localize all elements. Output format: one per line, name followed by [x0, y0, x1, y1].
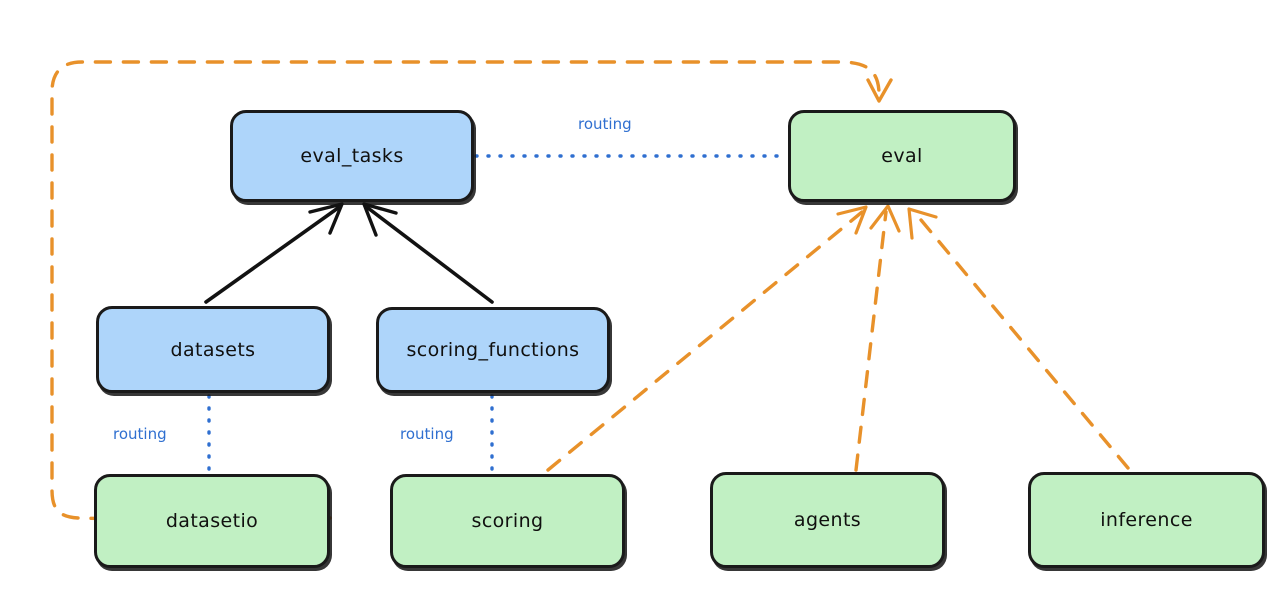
node-label: datasetio	[165, 510, 259, 532]
node-eval[interactable]: eval	[788, 110, 1016, 202]
node-label: scoring	[471, 510, 544, 532]
node-scoring_functions[interactable]: scoring_functions	[376, 307, 610, 393]
node-inference[interactable]: inference	[1028, 472, 1265, 568]
edge-agents-to-eval	[854, 204, 901, 472]
node-label: scoring_functions	[406, 339, 580, 361]
edge-label-routing-scoring_functions-scoring: routing	[400, 425, 454, 443]
node-scoring[interactable]: scoring	[390, 474, 625, 568]
node-datasets[interactable]: datasets	[96, 306, 330, 393]
edge-scoring-to-eval	[546, 205, 868, 472]
edge-inference-to-eval	[907, 207, 1130, 470]
node-label: eval_tasks	[300, 145, 404, 167]
edge-datasets-to-eval_tasks	[204, 202, 344, 304]
edge-label-routing-datasets-datasetio: routing	[113, 425, 167, 443]
node-datasetio[interactable]: datasetio	[94, 474, 330, 568]
edge-label-routing-eval_tasks-eval: routing	[578, 115, 632, 133]
node-eval_tasks[interactable]: eval_tasks	[230, 110, 474, 202]
node-agents[interactable]: agents	[710, 472, 945, 568]
node-label: datasets	[170, 338, 256, 361]
node-label: agents	[793, 509, 862, 531]
node-label: eval	[881, 145, 923, 167]
edge-scoring_functions-to-eval_tasks	[362, 202, 494, 304]
node-label: inference	[1100, 509, 1193, 531]
